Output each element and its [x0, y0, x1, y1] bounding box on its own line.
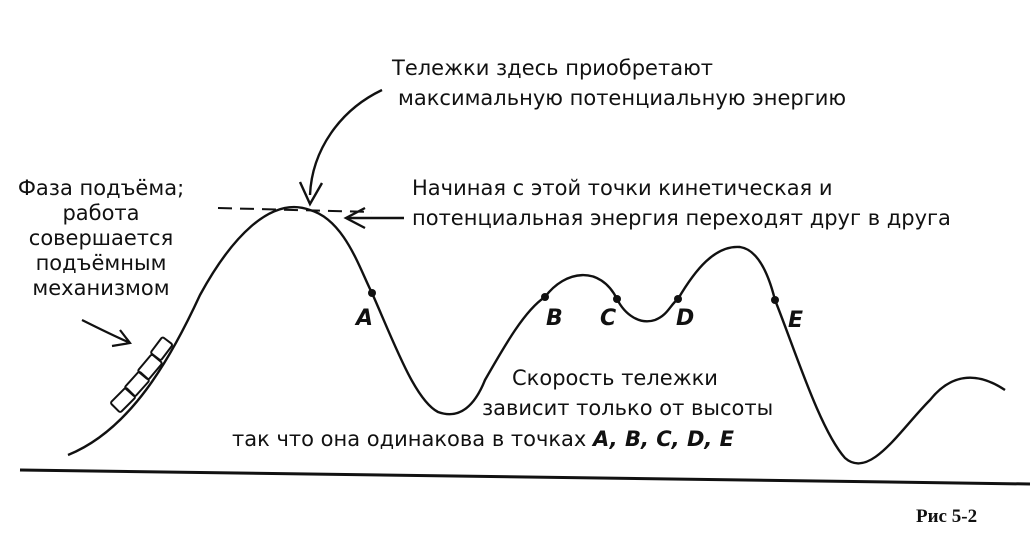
carts-group	[110, 336, 174, 413]
exchange-arrow-head	[343, 206, 366, 230]
speed-note-line-3: так что она одинакова в точках A, B, C, …	[232, 427, 734, 452]
top-arrow-shaft	[308, 88, 383, 196]
point-b-label: B	[546, 306, 563, 331]
track-curve	[67, 205, 1006, 465]
speed-note-points: A, B, C, D, E	[593, 427, 735, 451]
figure-caption: Рис 5-2	[916, 506, 978, 527]
exchange-note-line-1: Начиная с этой точки кинетическая и	[412, 176, 833, 200]
lift-arrow-shaft	[81, 319, 129, 344]
lift-note-line-4: подъёмным	[35, 251, 167, 275]
ground-line	[19, 468, 1031, 486]
top-arrow-head	[298, 181, 324, 207]
point-c-dot	[613, 295, 621, 303]
point-c-label: C	[600, 306, 617, 331]
point-e-label: E	[788, 308, 804, 333]
top-dashed-line	[217, 207, 373, 213]
speed-note-text: так что она одинакова в точках	[232, 427, 587, 451]
point-d-dot	[674, 295, 682, 303]
lift-note-line-5: механизмом	[32, 276, 170, 300]
point-b-dot	[541, 293, 549, 301]
point-a-dot	[368, 289, 376, 297]
top-note-line-1: Тележки здесь приобретают	[392, 56, 713, 80]
point-a-label: A	[356, 306, 374, 331]
lift-arrow-head	[111, 329, 132, 348]
lift-note-line-1: Фаза подъёма;	[17, 176, 185, 200]
exchange-note-line-2: потенциальная энергия переходят друг в д…	[412, 206, 951, 230]
point-d-label: D	[676, 306, 695, 331]
speed-note-line-1: Скорость тележки	[512, 366, 718, 390]
speed-note-line-2: зависит только от высоты	[482, 396, 774, 420]
lift-note-line-3: совершается	[28, 226, 174, 250]
point-e-dot	[771, 296, 779, 304]
lift-phase-note: Фаза подъёма; работа совершается подъёмн…	[6, 176, 196, 301]
top-note-line-2: максимальную потенциальную энергию	[398, 86, 847, 110]
lift-note-line-2: работа	[62, 201, 140, 225]
